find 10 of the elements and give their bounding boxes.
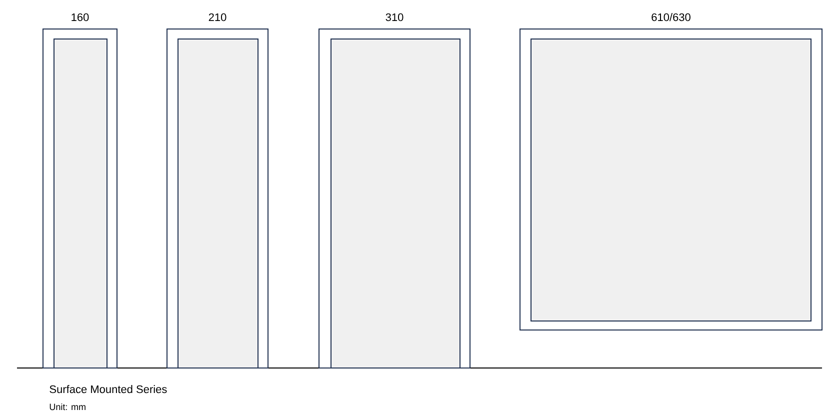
panel-box [330, 38, 460, 368]
panel-box [178, 38, 258, 368]
size-label: 160 [72, 13, 89, 22]
panel-box [530, 38, 812, 322]
size-label: 610/630 [652, 13, 690, 22]
size-label: 210 [208, 13, 226, 22]
panel-box [54, 38, 108, 368]
unit-note: Unit: mm [50, 403, 86, 410]
caption: Surface Mounted Series [50, 385, 167, 394]
size-label: 310 [386, 13, 404, 22]
